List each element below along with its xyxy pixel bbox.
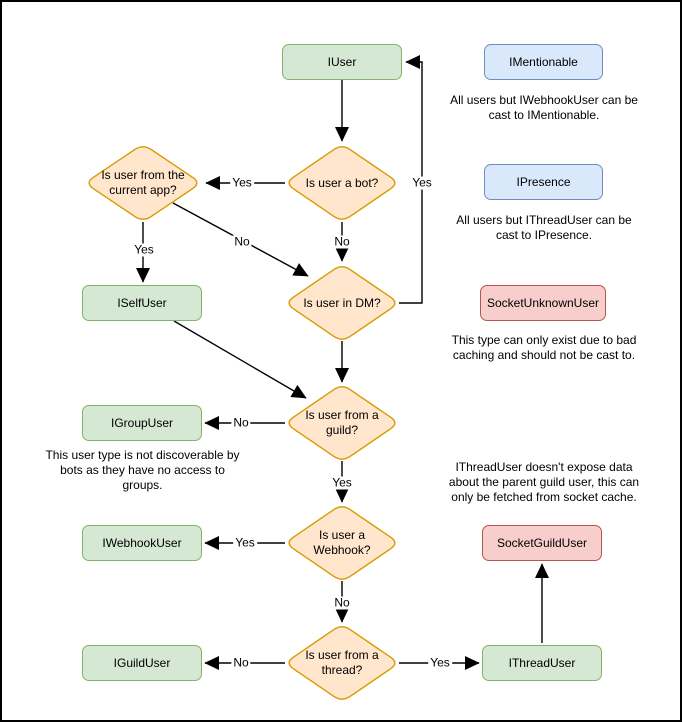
- edge-label-app-to-self: Yes: [132, 242, 156, 257]
- edge-label-bot-to-dm: No: [332, 234, 352, 249]
- node-imentionable: IMentionable: [484, 44, 603, 80]
- node-iselfuser: ISelfUser: [82, 285, 202, 321]
- node-iwebhookuser: IWebhookUser: [82, 525, 202, 561]
- edge-label-bot-to-app: Yes: [230, 175, 254, 190]
- node-igroupuser: IGroupUser: [82, 405, 202, 441]
- node-ipresence: IPresence: [484, 164, 603, 200]
- decision-from-current-app-shape: [88, 146, 198, 220]
- edge-label-webhook-to-iwebhook: Yes: [233, 535, 257, 550]
- decision-is-webhook-shape: [288, 506, 396, 580]
- node-socketguilduser: SocketGuildUser: [482, 525, 602, 561]
- edge-label-thread-to-iguild: No: [231, 655, 251, 670]
- node-iuser: IUser: [282, 44, 402, 80]
- node-iguilduser: IGuildUser: [82, 645, 202, 681]
- edge-label-dm-to-iuser: Yes: [410, 175, 434, 190]
- decision-from-guild-shape: [288, 386, 396, 460]
- node-socketunknownuser: SocketUnknownUser: [480, 285, 606, 321]
- edge-label-webhook-to-thread: No: [332, 595, 352, 610]
- edge-iselfuser-to-fromguild: [173, 320, 307, 399]
- note-mentionable: All users but IWebhookUser can be cast t…: [450, 93, 638, 122]
- note-group-user: This user type is not discoverable by bo…: [45, 448, 240, 492]
- edge-label-thread-to-ithread: Yes: [428, 655, 452, 670]
- decision-from-thread-shape: [288, 626, 396, 700]
- note-unknown-user: This type can only exist due to bad cach…: [451, 333, 637, 362]
- node-ithreaduser: IThreadUser: [482, 645, 602, 681]
- edge-label-guild-to-group: No: [231, 415, 251, 430]
- edge-label-app-to-dm: No: [232, 234, 252, 249]
- edge-label-guild-to-webhook: Yes: [330, 475, 354, 490]
- note-thread-user: IThreadUser doesn't expose data about th…: [448, 460, 640, 504]
- decision-in-dm-shape: [288, 266, 396, 340]
- decision-is-bot-shape: [288, 146, 396, 220]
- note-presence: All users but IThreadUser can be cast to…: [456, 213, 632, 242]
